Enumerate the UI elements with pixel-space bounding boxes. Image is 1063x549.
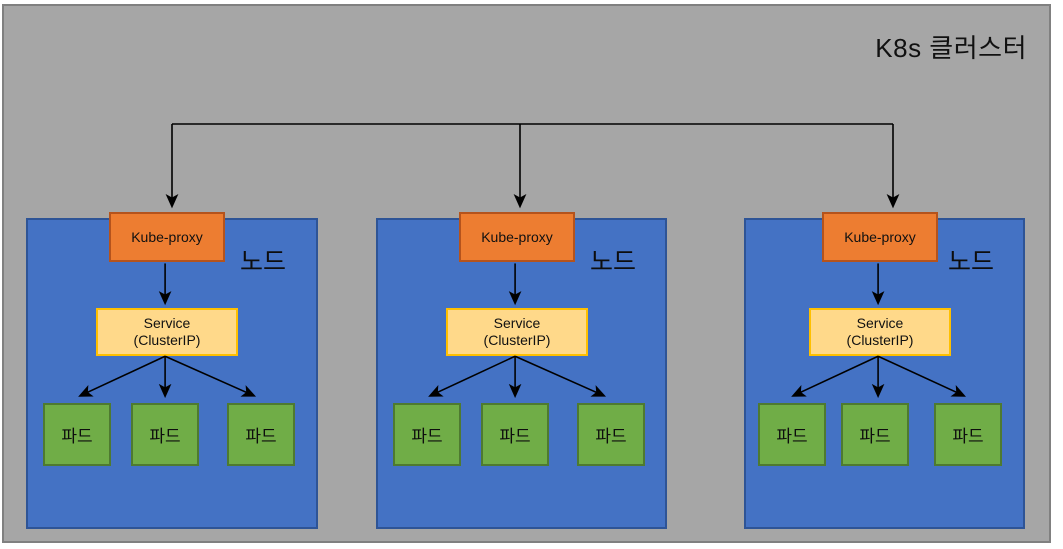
- node-1-pod-2-label: 파드: [149, 427, 181, 446]
- node-3-pod-1-label: 파드: [776, 427, 808, 446]
- node-2-pod-2[interactable]: 파드: [481, 403, 549, 466]
- node-3-service-line1: Service: [856, 314, 904, 331]
- node-1[interactable]: 노드 Kube-proxy Service (ClusterIP) 파드 파드 …: [26, 212, 318, 529]
- node-2-pod-1[interactable]: 파드: [393, 403, 461, 466]
- node-1-service[interactable]: Service (ClusterIP): [96, 308, 238, 356]
- node-1-pod-3[interactable]: 파드: [227, 403, 295, 466]
- node-3-service-line2: (ClusterIP): [846, 332, 914, 348]
- node-2-pod-1-label: 파드: [411, 427, 443, 446]
- node-3-service[interactable]: Service (ClusterIP): [809, 308, 951, 356]
- k8s-cluster-container: K8s 클러스터 노드 Kube-proxy Service: [2, 4, 1051, 543]
- node-3[interactable]: 노드 Kube-proxy Service (ClusterIP) 파드 파드 …: [744, 212, 1025, 529]
- node-1-service-line2: (ClusterIP): [133, 332, 201, 348]
- node-2-service-to-pod-3-arrow: [514, 355, 607, 397]
- node-3-pod-1[interactable]: 파드: [758, 403, 826, 466]
- node-1-service-to-pod-1-arrow: [78, 355, 166, 397]
- node-1-service-line1: Service: [143, 314, 191, 331]
- node-2-service-line2: (ClusterIP): [483, 332, 551, 348]
- node-1-pod-1-label: 파드: [61, 427, 93, 446]
- node-3-pod-3[interactable]: 파드: [934, 403, 1002, 466]
- node-1-kube-proxy-label: Kube-proxy: [131, 229, 203, 245]
- node-3-pod-3-label: 파드: [952, 427, 984, 446]
- node-1-label: 노드: [240, 248, 287, 276]
- node-1-pod-3-label: 파드: [245, 427, 277, 446]
- node-3-label: 노드: [948, 248, 995, 276]
- node-1-kube-proxy[interactable]: Kube-proxy: [109, 212, 225, 262]
- node-2-service[interactable]: Service (ClusterIP): [446, 308, 588, 356]
- node-3-kube-proxy-label: Kube-proxy: [844, 229, 916, 245]
- node-3-pod-2[interactable]: 파드: [841, 403, 909, 466]
- node-3-pod-2-label: 파드: [859, 427, 891, 446]
- node-3-service-to-pod-3-arrow: [877, 355, 967, 397]
- node-2[interactable]: 노드 Kube-proxy Service (ClusterIP) 파드 파드 …: [376, 212, 667, 529]
- node-2-service-to-pod-1-arrow: [428, 355, 516, 397]
- node-1-pod-2[interactable]: 파드: [131, 403, 199, 466]
- node-2-service-line1: Service: [493, 314, 541, 331]
- node-2-pod-3-label: 파드: [595, 427, 627, 446]
- node-2-label: 노드: [590, 248, 637, 276]
- node-2-kube-proxy-label: Kube-proxy: [481, 229, 553, 245]
- cluster-title: K8s 클러스터: [875, 33, 1027, 63]
- node-3-service-to-pod-1-arrow: [791, 355, 879, 397]
- node-2-kube-proxy[interactable]: Kube-proxy: [459, 212, 575, 262]
- node-1-service-to-pod-3-arrow: [164, 355, 257, 397]
- node-3-kube-proxy[interactable]: Kube-proxy: [822, 212, 938, 262]
- node-1-pod-1[interactable]: 파드: [43, 403, 111, 466]
- node-2-pod-3[interactable]: 파드: [577, 403, 645, 466]
- node-2-pod-2-label: 파드: [499, 427, 531, 446]
